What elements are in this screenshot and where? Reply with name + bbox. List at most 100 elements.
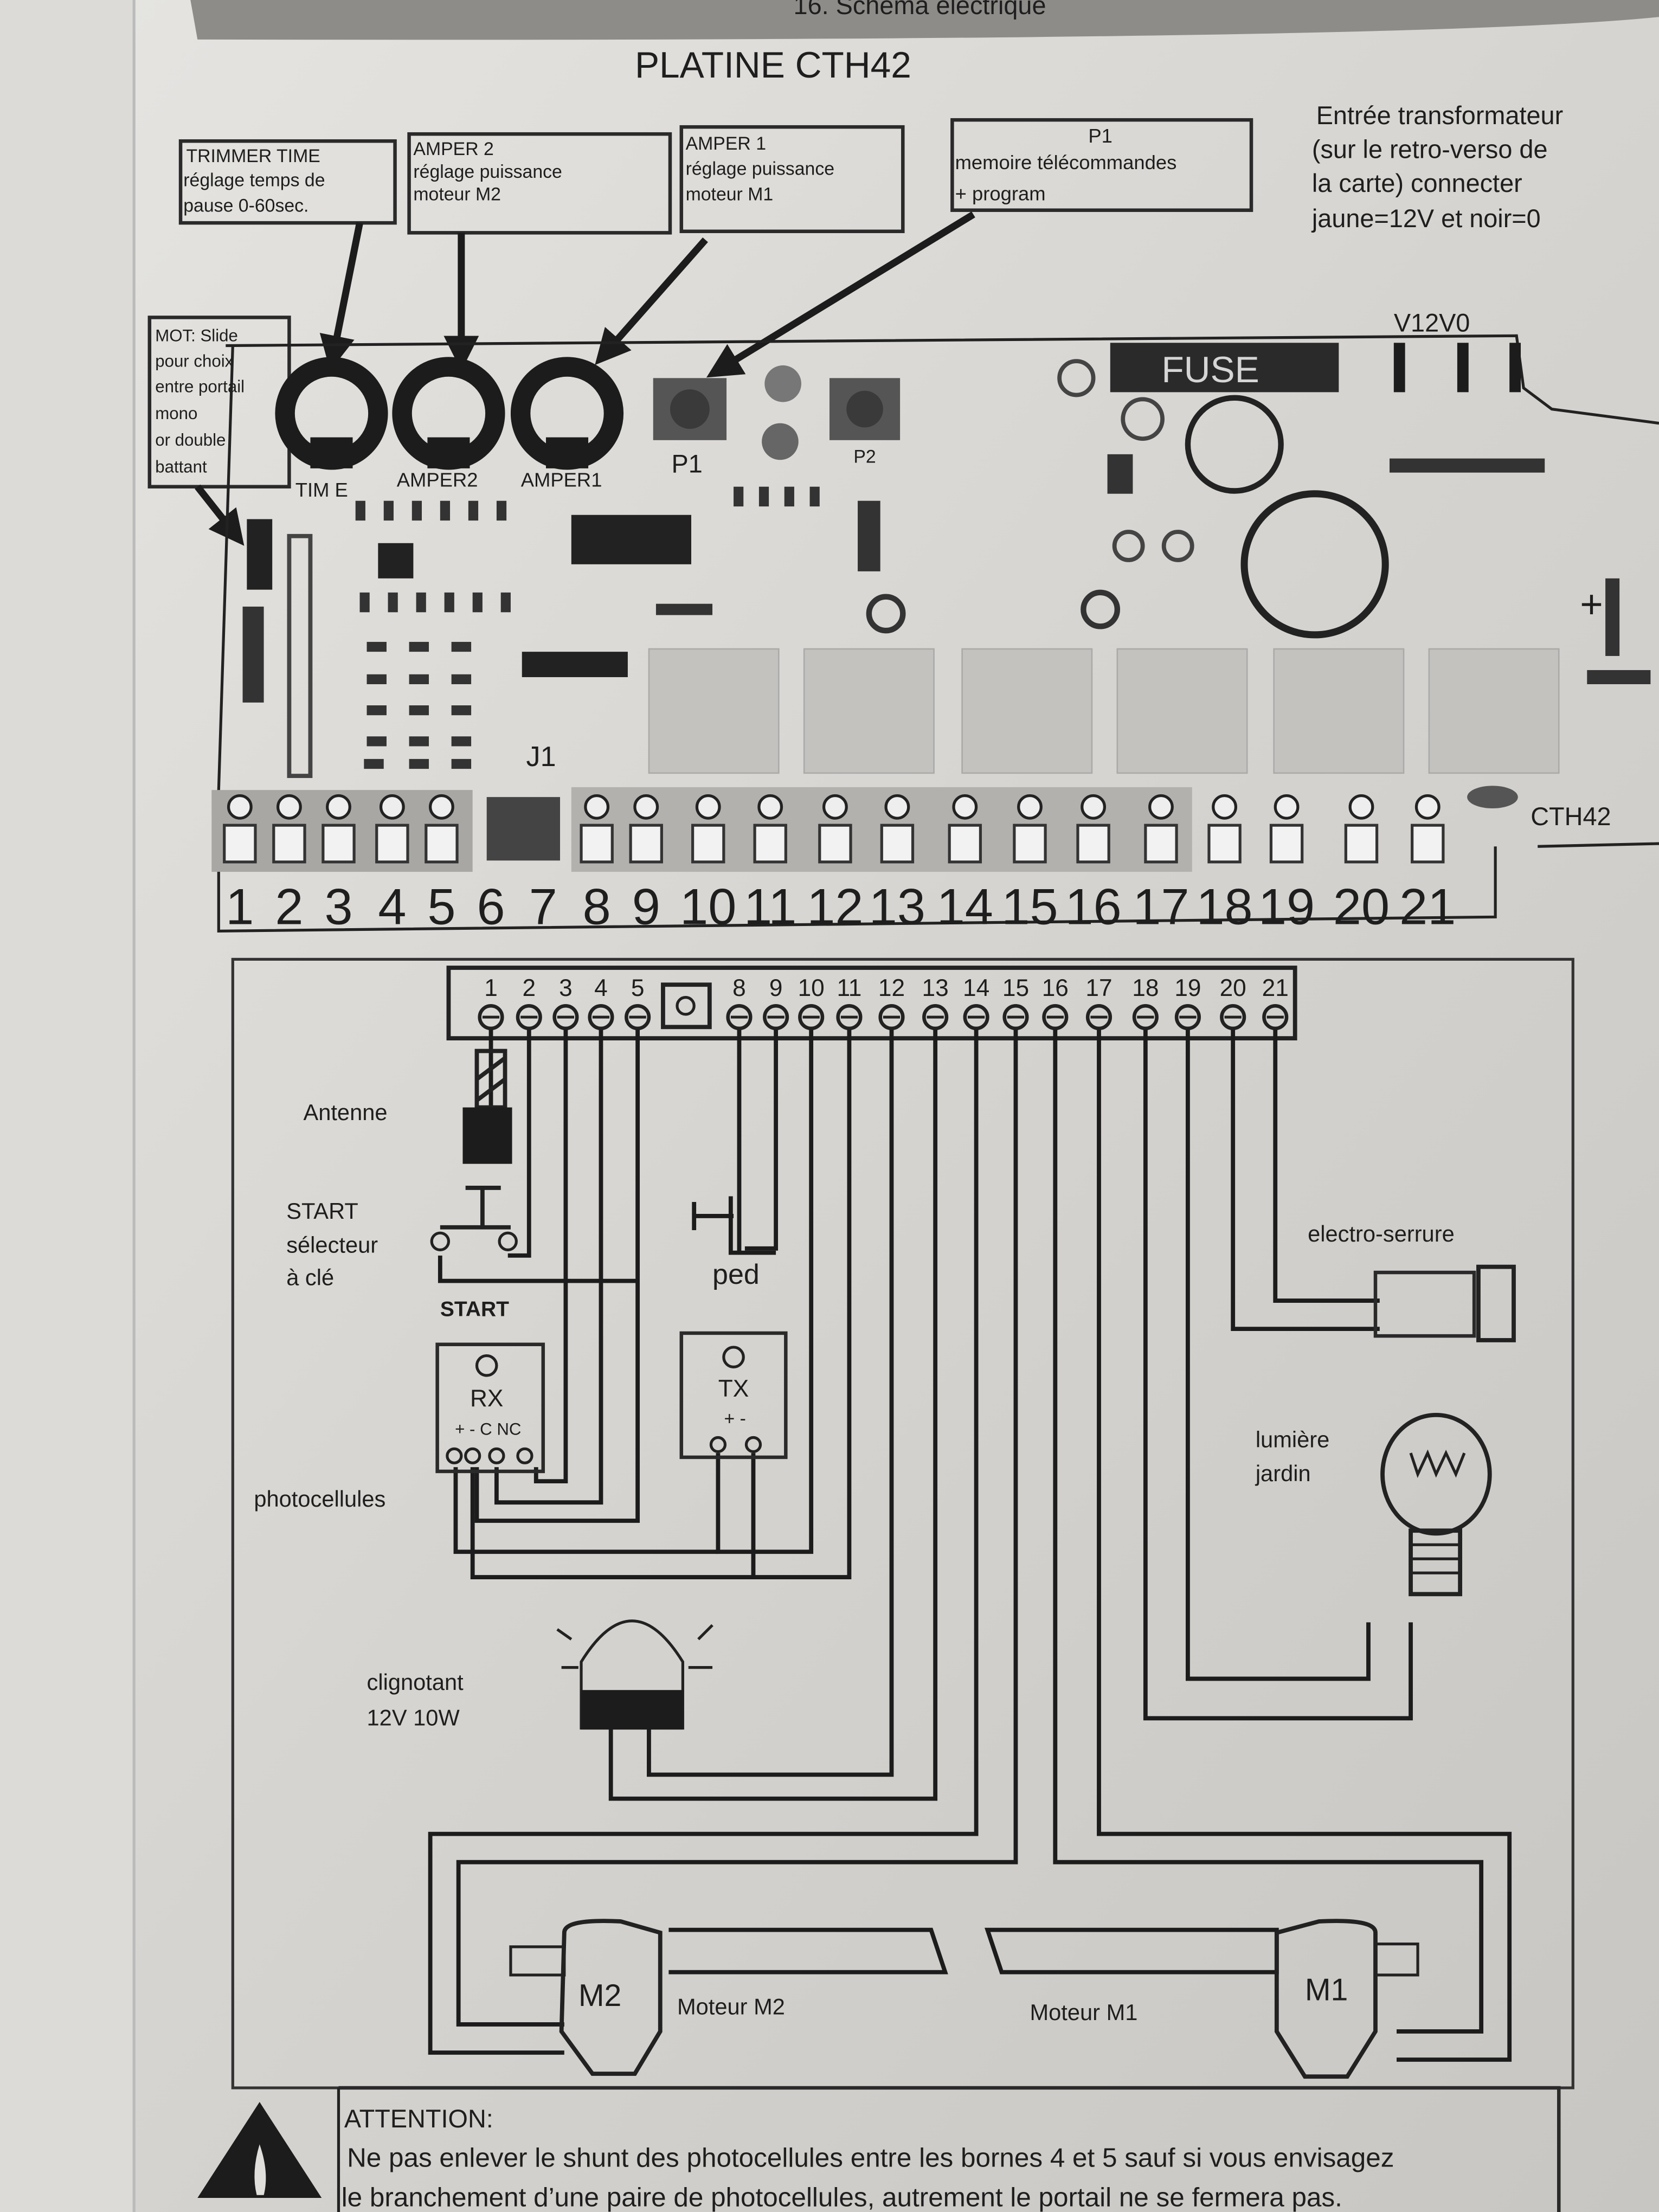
svg-text:9: 9 [632, 878, 660, 935]
label-start: START [286, 1198, 358, 1224]
warning-line-1: Ne pas enlever le shunt des photocellule… [347, 2143, 1394, 2173]
svg-text:mono: mono [155, 404, 197, 423]
label-ped: ped [712, 1259, 760, 1290]
callout-amper2: AMPER 2 réglage puissance moteur M2 [407, 132, 672, 235]
board-terminal-13: 13 [869, 794, 925, 935]
label-model: CTH42 [1531, 802, 1611, 831]
svg-text:11: 11 [744, 878, 796, 935]
svg-text:7: 7 [529, 878, 557, 935]
board-terminal-5: 5 [425, 794, 459, 935]
svg-text:AMPER 2: AMPER 2 [413, 139, 493, 159]
wiring-terminal-18: 18 [1132, 975, 1159, 1031]
board-terminal-18: 18 [1196, 794, 1253, 935]
wiring-terminal-15: 15 [1002, 975, 1029, 1031]
button-p2[interactable] [829, 378, 901, 440]
svg-text:18: 18 [1132, 975, 1159, 1001]
board-terminal-10: 10 [680, 794, 736, 935]
wiring-terminal-9: 9 [763, 975, 789, 1031]
svg-text:pause 0-60sec.: pause 0-60sec. [183, 195, 308, 216]
label-time: TIM E [295, 479, 348, 501]
board-terminal-20: 20 [1333, 794, 1390, 935]
antenna-icon [462, 1049, 512, 1164]
warning-line-2: le branchement d’une paire de photocellu… [342, 2183, 1342, 2212]
svg-text:12: 12 [878, 975, 905, 1001]
fuse: FUSE [1110, 343, 1339, 393]
label-start-switch: START [440, 1298, 509, 1321]
wiring-terminal-2: 2 [516, 975, 542, 1031]
header-band [190, 0, 1659, 40]
board-terminal-6: 6 [477, 797, 561, 935]
svg-text:10: 10 [680, 878, 736, 935]
board-terminal-15: 15 [1001, 794, 1058, 935]
board-terminal-17: 17 [1133, 794, 1189, 935]
label-lumiere: lumière [1256, 1427, 1329, 1452]
svg-text:20: 20 [1333, 878, 1390, 935]
board-terminal-12: 12 [807, 794, 864, 935]
svg-text:+ -: + - [724, 1409, 745, 1429]
svg-text:14: 14 [937, 878, 993, 935]
button-p1[interactable] [653, 378, 727, 440]
electric-lock-icon [1373, 1264, 1516, 1342]
pedestrian-button-icon [692, 1196, 776, 1255]
control-board-cth42: TIM E AMPER2 AMPER1 P1 P2 + [211, 308, 1659, 935]
label-a-cle: à clé [286, 1264, 334, 1290]
flashing-light-icon [556, 1619, 713, 1730]
potentiometer-amper1[interactable] [510, 357, 624, 470]
label-amper2: AMPER2 [397, 469, 478, 491]
callout-transformer-input: Entrée transformateur (sur le retro-vers… [1311, 101, 1563, 233]
svg-text:12: 12 [807, 878, 863, 935]
svg-text:14: 14 [963, 975, 989, 1001]
wiring-terminal-14: 14 [963, 975, 989, 1031]
label-j1: J1 [526, 741, 556, 773]
svg-text:4: 4 [378, 878, 406, 935]
motor-m2-icon [509, 1919, 663, 2076]
board-terminal-4: 4 [375, 794, 409, 935]
wiring-terminal-8: 8 [726, 975, 753, 1031]
label-v12: V12 [1394, 308, 1439, 337]
svg-text:13: 13 [922, 975, 949, 1001]
svg-text:TRIMMER TIME: TRIMMER TIME [186, 146, 320, 166]
potentiometer-amper2[interactable] [392, 357, 505, 470]
svg-text:MOT: Slide: MOT: Slide [155, 326, 238, 345]
svg-text:8: 8 [583, 878, 611, 935]
board-terminal-19: 19 [1258, 794, 1315, 935]
svg-text:réglage temps de: réglage temps de [183, 170, 325, 190]
svg-text:(sur le retro-verso de: (sur le retro-verso de [1312, 135, 1548, 163]
svg-text:réglage puissance: réglage puissance [413, 162, 562, 182]
svg-text:AMPER 1: AMPER 1 [686, 133, 766, 154]
wiring-terminal-4: 4 [588, 975, 614, 1031]
label-moteur-m1: Moteur M1 [1030, 1999, 1137, 2025]
wiring-terminal-17: 17 [1085, 975, 1113, 1031]
board-terminal-3: 3 [321, 794, 356, 935]
board-terminal-1: 1 [223, 794, 257, 935]
svg-text:moteur M1: moteur M1 [686, 184, 774, 204]
label-clignotant-spec: 12V 10W [367, 1705, 460, 1730]
relays [648, 648, 1560, 774]
svg-text:6: 6 [477, 878, 505, 935]
key-switch-start-icon [430, 1186, 518, 1252]
svg-text:3: 3 [324, 878, 352, 935]
board-terminal-8: 8 [580, 794, 614, 935]
callout-arrows [195, 211, 975, 546]
svg-text:5: 5 [631, 975, 645, 1001]
label-m1: M1 [1305, 1973, 1348, 2008]
svg-text:la carte) connecter: la carte) connecter [1312, 169, 1522, 197]
svg-text:17: 17 [1133, 878, 1189, 935]
svg-text:P1: P1 [1088, 125, 1113, 147]
photocell-receiver-rx: RX + - C NC [435, 1342, 545, 1474]
svg-text:1: 1 [484, 975, 498, 1001]
left-page-edge [0, 0, 134, 2212]
wiring-terminal-5: 5 [625, 975, 651, 1031]
svg-text:18: 18 [1196, 878, 1252, 935]
callout-amper1: AMPER 1 réglage puissance moteur M1 [679, 125, 905, 233]
board-terminal-7: 7 [529, 878, 557, 935]
label-selecteur: sélecteur [286, 1232, 378, 1258]
svg-text:or double: or double [155, 430, 226, 449]
potentiometer-time[interactable] [275, 357, 388, 470]
board-terminal-14: 14 [937, 794, 993, 935]
svg-text:20: 20 [1220, 975, 1246, 1001]
